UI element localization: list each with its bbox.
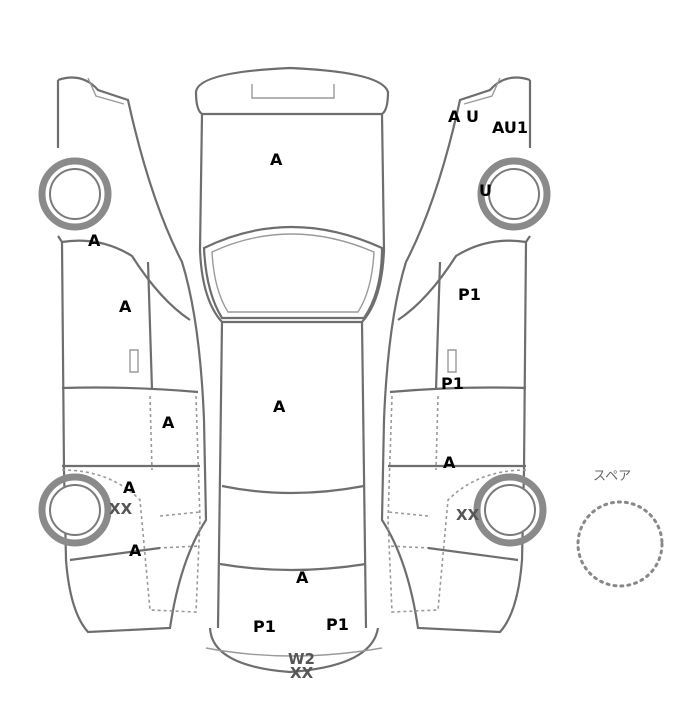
left-front-door-mark: A: [119, 297, 132, 316]
right-rear-fender-mark: A: [443, 453, 456, 472]
rear-bumper-right-mark: P1: [326, 615, 349, 634]
left-rear-door-mark: A: [162, 413, 175, 432]
left-front-fender-mark: A: [88, 231, 101, 250]
spare-label: スペア: [593, 469, 632, 484]
right-front-door-mark: P1: [458, 285, 481, 304]
rear-bumper-xx-mark: XX: [290, 664, 314, 682]
right-mirror-mark: A U: [448, 107, 479, 126]
right-front-au1-mark: AU1: [492, 118, 529, 137]
right-front-wheel-mark: U: [479, 181, 492, 200]
rear-bumper-w2-mark: W2: [288, 650, 315, 668]
left-rear-fender-mark: A: [123, 478, 136, 497]
car-right-side-view: [380, 76, 551, 634]
trunk-mark: A: [296, 568, 309, 587]
rear-bumper-left-mark: P1: [253, 617, 276, 636]
spare-tire-icon: [576, 500, 664, 588]
hood-mark: A: [270, 150, 283, 169]
car-left-side-view: [38, 76, 208, 634]
car-top-view: [194, 66, 390, 674]
left-rear-wheel-xx-mark: XX: [109, 500, 133, 518]
left-rear-quarter-mark: A: [129, 541, 142, 560]
right-rear-wheel-xx-mark: XX: [456, 506, 480, 524]
right-rear-door-mark: P1: [441, 374, 464, 393]
roof-mark: A: [273, 397, 286, 416]
